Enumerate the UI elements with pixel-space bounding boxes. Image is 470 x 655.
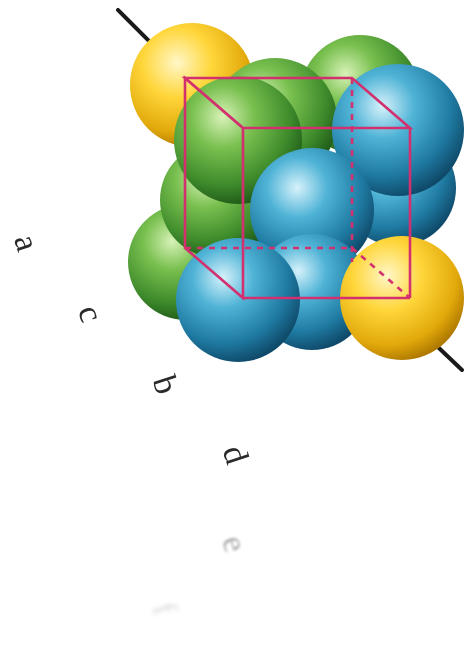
unit-cell-outline — [181, 75, 414, 301]
blue-sphere-icon — [250, 148, 374, 272]
blue-sphere-icon — [176, 238, 300, 362]
blue-sphere-icon — [332, 64, 464, 196]
